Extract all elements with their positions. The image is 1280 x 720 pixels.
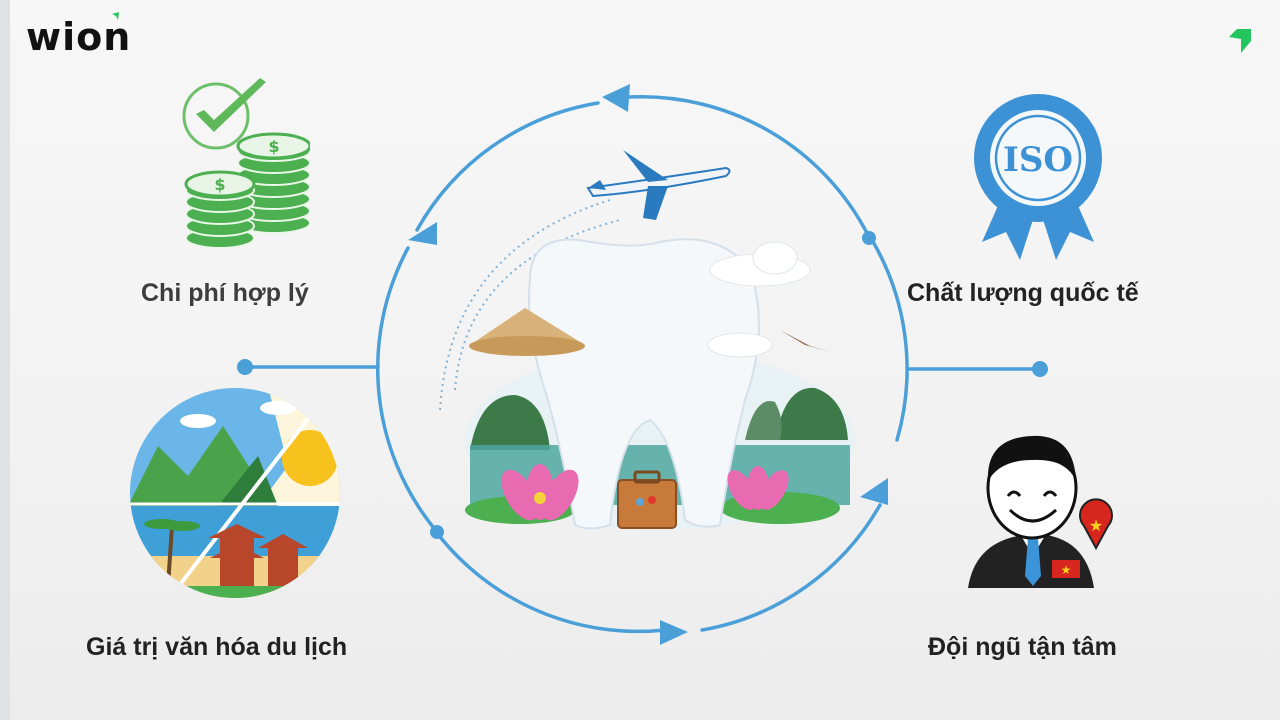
suitcase-icon <box>617 479 677 529</box>
feature-label-quality: Chất lượng quốc tế <box>907 279 1139 307</box>
connector-dot-left <box>237 359 253 375</box>
karst-island-right <box>775 387 848 440</box>
arrow-head-top <box>602 84 630 112</box>
svg-text:ISO: ISO <box>1003 140 1073 180</box>
left-edge-strip <box>0 0 10 720</box>
svg-text:$: $ <box>268 137 279 156</box>
ring-arc-top-left <box>415 101 600 232</box>
lotus-flower-left <box>501 464 579 521</box>
corner-arrow-icon <box>1229 29 1251 53</box>
arrow-head-left <box>408 222 437 245</box>
conical-hat-icon <box>470 308 585 345</box>
ring-dot-top-right <box>862 231 876 245</box>
svg-text:$: $ <box>214 175 225 194</box>
lotus-flower-right <box>727 466 789 510</box>
dentist-staff-icon: ★ ★ <box>966 426 1116 590</box>
feature-label-cost: Chi phí hợp lý <box>141 279 309 307</box>
airplane-icon <box>586 150 731 220</box>
ring-dot-bottom-left <box>430 525 444 539</box>
svg-text:★: ★ <box>1089 518 1103 535</box>
arrow-head-bottom <box>660 620 688 645</box>
center-tooth-illustration <box>439 150 855 530</box>
brand-logo: wion <box>26 12 132 60</box>
money-stack-check-icon: $ $ <box>180 78 310 250</box>
vietnam-landscape-icon <box>128 386 342 600</box>
logo-accent-arrow-icon <box>112 12 119 20</box>
iso-badge-icon: ISO <box>972 92 1104 262</box>
bird-icon <box>780 330 830 352</box>
brand-logo-text: wion <box>26 15 132 59</box>
svg-text:★: ★ <box>1061 563 1072 577</box>
feature-label-culture: Giá trị văn hóa du lịch <box>86 633 348 661</box>
feature-label-team: Đội ngũ tận tâm <box>928 633 1117 661</box>
arrow-head-right <box>860 478 888 505</box>
location-pin-icon <box>1079 498 1113 551</box>
karst-island-left <box>470 395 550 450</box>
connector-dot-right <box>1032 361 1048 377</box>
